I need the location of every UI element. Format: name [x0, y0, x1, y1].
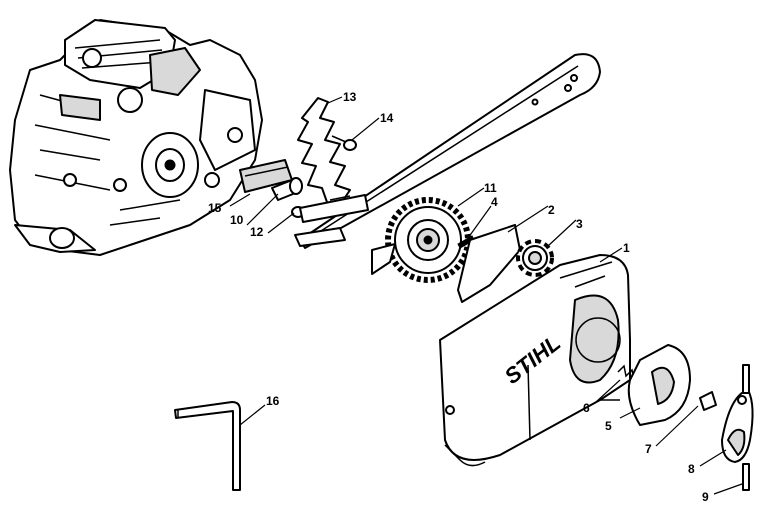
callout-5: 5: [605, 419, 612, 433]
part-11-sprocket: [371, 197, 471, 283]
part-9-pins: [742, 364, 750, 491]
leader-lines: [229, 96, 743, 495]
callout-16: 16: [266, 394, 280, 408]
callout-3: 3: [576, 217, 583, 231]
part-7-cap: [699, 391, 717, 411]
part-2-side-plate: [457, 224, 521, 303]
callout-12: 12: [250, 225, 264, 239]
callout-8: 8: [688, 462, 695, 476]
callout-9: 9: [702, 490, 709, 504]
callout-6: 6: [583, 401, 590, 415]
guide-bar: [294, 53, 601, 249]
callout-13: 13: [343, 90, 357, 104]
part-10-collar-screw: [271, 177, 303, 201]
part-8-lever: [721, 389, 754, 463]
callout-11: 11: [484, 181, 497, 195]
callout-2: 2: [548, 203, 555, 217]
callout-14: 14: [380, 111, 394, 125]
callout-15: 15: [208, 201, 222, 215]
callout-7: 7: [645, 442, 652, 456]
part-3-nut: [516, 239, 554, 277]
part-16-hex-wrench: [174, 401, 241, 491]
part-5-disc: [627, 344, 691, 426]
part-13-chain-catcher: [297, 97, 351, 209]
callout-10: 10: [230, 213, 244, 227]
callout-labels: 1 2 3 4 5 6 7 8 9 10 11 12 13 14 15 16: [208, 90, 709, 504]
engine-housing: [9, 19, 263, 256]
callout-1: 1: [623, 241, 630, 255]
callout-4: 4: [491, 195, 498, 209]
part-14-screw: [331, 135, 357, 151]
